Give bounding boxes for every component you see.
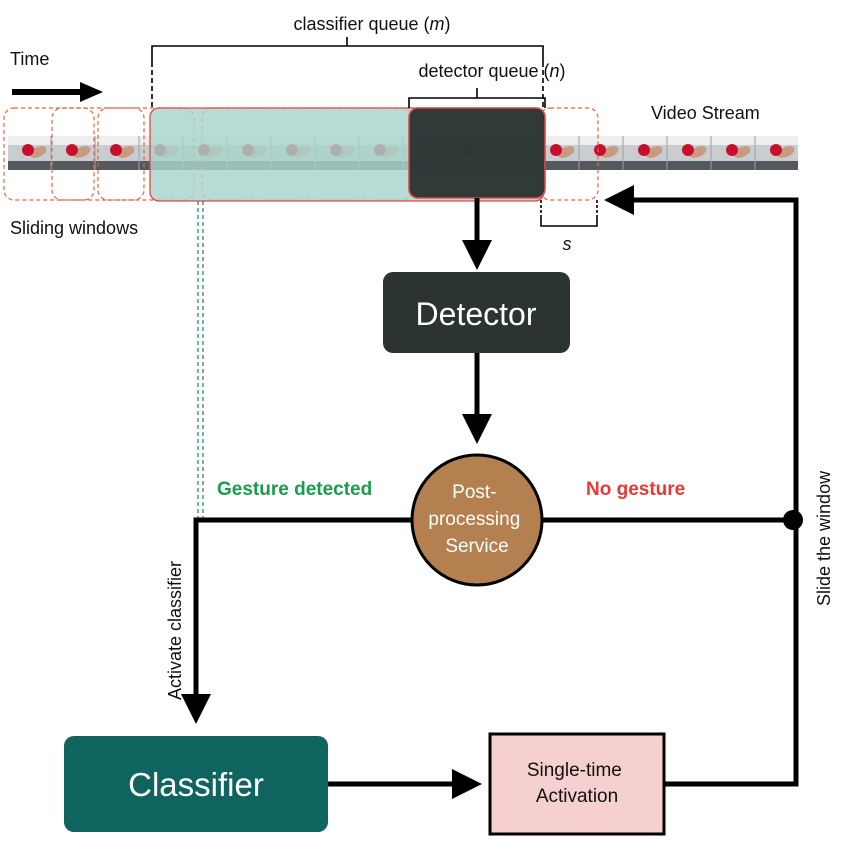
svg-text:Post- processing S: Post- processing Service <box>428 482 525 557</box>
post-processing-line-2: processing <box>428 509 520 530</box>
single-time-line-1: Single-time <box>527 760 622 781</box>
stride-bracket <box>540 200 598 227</box>
video-frame <box>770 144 795 158</box>
time-label: Time <box>10 49 49 69</box>
post-processing-line-1: Post- <box>452 482 496 503</box>
classifier-box: Classifier <box>64 736 328 832</box>
arrow-gesture-to-classifier <box>181 517 412 725</box>
classifier-queue-link <box>197 201 204 518</box>
video-frame <box>682 136 712 170</box>
video-frame <box>550 136 580 170</box>
video-frame <box>110 136 140 170</box>
junction-dot <box>783 510 803 530</box>
activate-classifier-label: Activate classifier <box>165 561 185 700</box>
video-frame <box>22 136 52 170</box>
detector-queue-label: detector queue (n) <box>418 61 565 81</box>
single-time-line-2: Activation <box>536 786 618 807</box>
sliding-window-1 <box>3 107 95 201</box>
arrow-slide-window-loop <box>603 185 799 787</box>
video-frame <box>66 136 96 170</box>
detector-queue-window <box>408 107 546 199</box>
sliding-windows-label: Sliding windows <box>10 218 138 238</box>
sliding-window-2 <box>51 107 145 201</box>
single-time-activation-box: Single-time Activation <box>488 732 666 836</box>
post-processing-line-3: Service <box>445 536 508 557</box>
video-stream-label: Video Stream <box>651 103 760 123</box>
detector-queue-bracket <box>408 88 546 108</box>
gesture-detected-label: Gesture detected <box>217 479 372 500</box>
stride-label: s <box>563 234 572 254</box>
video-frame <box>594 136 624 170</box>
no-gesture-label: No gesture <box>586 479 685 500</box>
detector-label: Detector <box>416 296 537 332</box>
time-arrow-icon <box>12 82 103 102</box>
detector-box: Detector <box>383 272 570 353</box>
slide-window-label: Slide the window <box>814 470 834 606</box>
video-frame <box>726 136 756 170</box>
classifier-queue-label: classifier queue (m) <box>293 14 450 34</box>
classifier-queue-bracket <box>151 37 544 108</box>
svg-text:Single-time Activation: Single-time Activation <box>527 760 627 807</box>
video-frame <box>638 136 668 170</box>
classifier-label: Classifier <box>128 766 264 803</box>
post-processing-node: Post- processing Service <box>410 453 544 587</box>
